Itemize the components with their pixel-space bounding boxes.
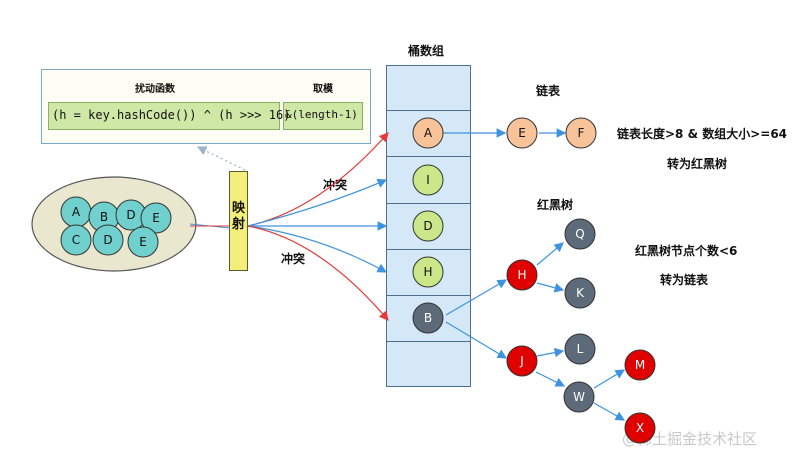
list-node-label: F xyxy=(578,126,585,140)
key-node xyxy=(92,224,124,256)
bucket-divider xyxy=(386,295,471,296)
key-node xyxy=(140,202,172,234)
tree-node-label: J xyxy=(519,354,524,368)
tree-node-label: W xyxy=(573,390,585,404)
key-node-label: A xyxy=(72,205,81,219)
tree-arrow-j-l xyxy=(536,347,565,358)
collision-arrow-a xyxy=(247,132,389,227)
key-node-label: D xyxy=(103,233,112,247)
perturb-label: 扰动函数 xyxy=(135,84,175,95)
bucket-divider xyxy=(386,249,471,250)
modulo-label: 取模 xyxy=(313,84,333,95)
watermark: @稀土掘金技术社区 xyxy=(622,430,758,448)
map-to-hash-arrow xyxy=(196,146,246,171)
bucket-node-label: D xyxy=(423,219,432,233)
tree-node-label: M xyxy=(635,358,645,372)
bucket-node xyxy=(412,256,444,288)
key-node-label: D xyxy=(126,208,135,222)
tree-arrow-h-q xyxy=(536,242,564,266)
tree-node-label: H xyxy=(517,268,526,282)
linked-list-label: 链表 xyxy=(536,84,561,98)
tree-node-label: L xyxy=(577,342,584,356)
bucket-divider xyxy=(386,203,471,204)
bucket-node-label: A xyxy=(424,126,433,140)
bucket-node xyxy=(412,302,444,334)
tree-node xyxy=(506,259,538,291)
tree-node-label: K xyxy=(576,286,585,300)
bucket-node xyxy=(412,164,444,196)
key-node-label: C xyxy=(72,233,80,247)
bucket-divider xyxy=(386,156,471,157)
tree-arrow-w-x xyxy=(593,402,626,421)
key-node-label: E xyxy=(152,211,160,225)
to-list-rule: 红黑树节点个数<6 xyxy=(635,244,738,258)
modulo-code-text: &(length-1) xyxy=(285,108,358,121)
hash-code-box xyxy=(48,102,280,130)
bucket-node-label: I xyxy=(426,173,430,187)
tree-node xyxy=(564,277,596,309)
tree-node-label: X xyxy=(636,421,644,435)
bucket-title: 桶数组 xyxy=(408,44,445,58)
to-list-label: 转为链表 xyxy=(660,273,709,287)
key-node xyxy=(127,226,159,258)
to-tree-rule: 链表长度>8 & 数组大小>=64 xyxy=(617,127,788,141)
rb-tree-label: 红黑树 xyxy=(537,198,574,212)
bucket-node xyxy=(412,117,444,149)
list-node xyxy=(506,117,538,149)
tree-arrow-j-w xyxy=(535,371,566,387)
bucket-node-label: H xyxy=(423,265,432,279)
tree-node xyxy=(564,218,596,250)
tree-arrow-w-m xyxy=(593,369,626,389)
bucket-divider xyxy=(386,110,471,111)
tree-arrow-b-h xyxy=(445,279,508,316)
map-arrow-h xyxy=(247,225,388,273)
key-node xyxy=(60,224,92,256)
list-node xyxy=(565,117,597,149)
bucket-node xyxy=(412,210,444,242)
key-node-label: E xyxy=(139,235,147,249)
collision-bottom-label: 冲突 xyxy=(281,252,306,266)
modulo-code-box xyxy=(283,102,363,130)
bucket-divider xyxy=(386,341,471,342)
collision-arrow-b xyxy=(247,225,389,321)
key-node-label: B xyxy=(100,210,108,224)
tree-node xyxy=(624,412,656,444)
tree-arrow-b-j xyxy=(445,321,508,359)
tree-node-label: Q xyxy=(575,227,584,241)
tree-node xyxy=(506,345,538,377)
hash-code-text: (h = key.hashCode()) ^ (h >>> 16) xyxy=(52,108,291,122)
to-tree-label: 转为红黑树 xyxy=(667,157,728,171)
map-label: 映射 xyxy=(232,201,246,232)
bucket-node-label: B xyxy=(424,311,432,325)
map-arrow-i xyxy=(247,178,388,227)
list-node-label: E xyxy=(518,126,526,140)
tree-node xyxy=(624,349,656,381)
map-box xyxy=(229,171,248,271)
tree-arrow-h-k xyxy=(536,282,565,293)
tree-node xyxy=(564,333,596,365)
tree-node xyxy=(563,381,595,413)
